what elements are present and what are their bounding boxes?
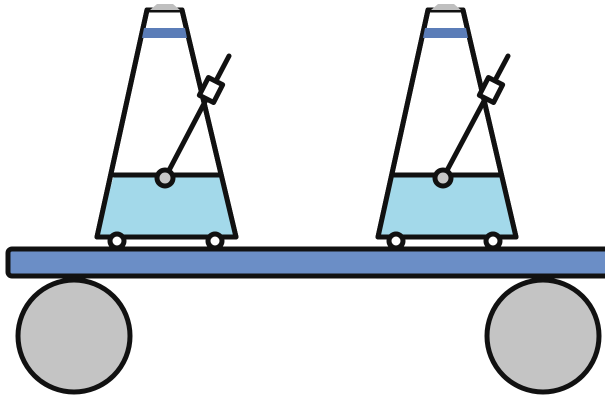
metronome-left-foot-right (208, 234, 222, 248)
metronome-right-foot-right (486, 234, 500, 248)
metronome-right-pendulum-weight (479, 77, 502, 102)
metronome-right-pivot (435, 170, 451, 186)
metronome-left (97, 4, 236, 248)
metronome-right-band (423, 28, 468, 38)
metronome-left-pendulum-weight (199, 77, 222, 102)
board (8, 249, 605, 276)
roller-right (487, 280, 599, 392)
metronome-right (378, 4, 516, 248)
roller-left (18, 280, 130, 392)
metronome-left-pivot (157, 170, 173, 186)
metronome-left-cap (150, 4, 180, 10)
metronome-right-foot-left (389, 234, 403, 248)
metronome-left-foot-left (110, 234, 124, 248)
metronome-right-cap (431, 4, 461, 10)
metronome-left-band (142, 28, 187, 38)
